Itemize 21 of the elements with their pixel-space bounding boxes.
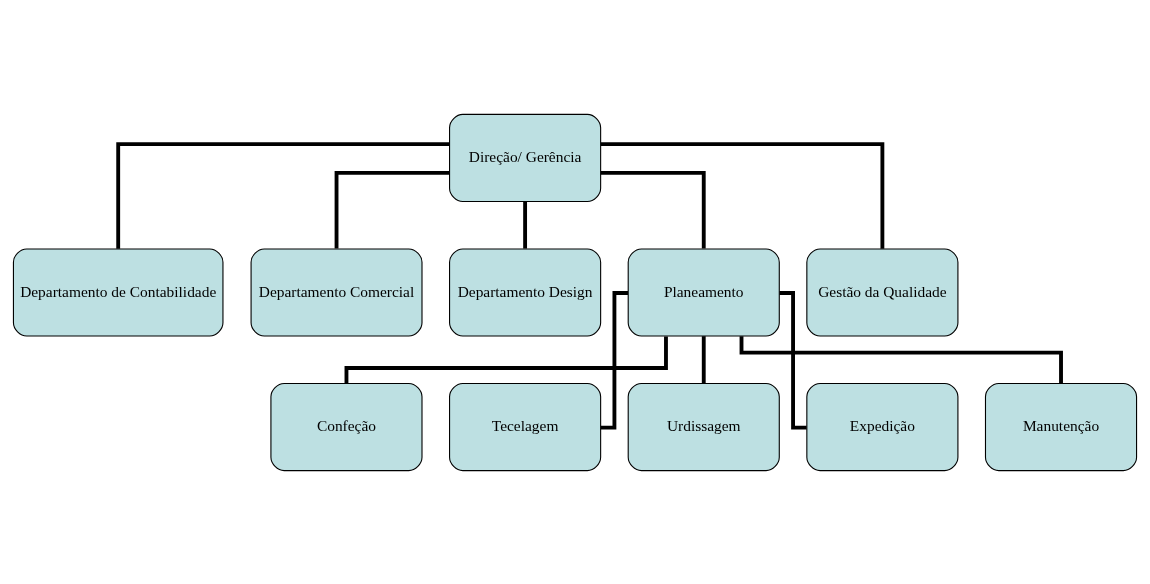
node-box: Manutenção — [984, 382, 1138, 471]
node-box: Confeção — [270, 382, 423, 471]
node-box: Urdissagem — [627, 382, 780, 471]
node-box: Planeamento — [627, 247, 780, 337]
connector — [779, 290, 807, 429]
node-box: Direção/ Gerência — [449, 113, 602, 202]
connector — [523, 201, 528, 249]
connector — [600, 290, 628, 429]
node-box: Expedição — [806, 382, 959, 471]
connector — [739, 335, 1063, 383]
node-box: Tecelagem — [449, 382, 602, 471]
connector — [600, 170, 706, 249]
node-box: Departamento Comercial — [250, 247, 423, 337]
connector — [701, 335, 706, 383]
node-box: Gestão da Qualidade — [806, 247, 959, 337]
connector — [344, 335, 668, 383]
connector — [600, 141, 885, 249]
node-box: Departamento de Contabilidade — [12, 247, 224, 337]
connector — [334, 170, 450, 249]
connector — [116, 141, 450, 249]
node-box: Departamento Design — [449, 247, 602, 337]
